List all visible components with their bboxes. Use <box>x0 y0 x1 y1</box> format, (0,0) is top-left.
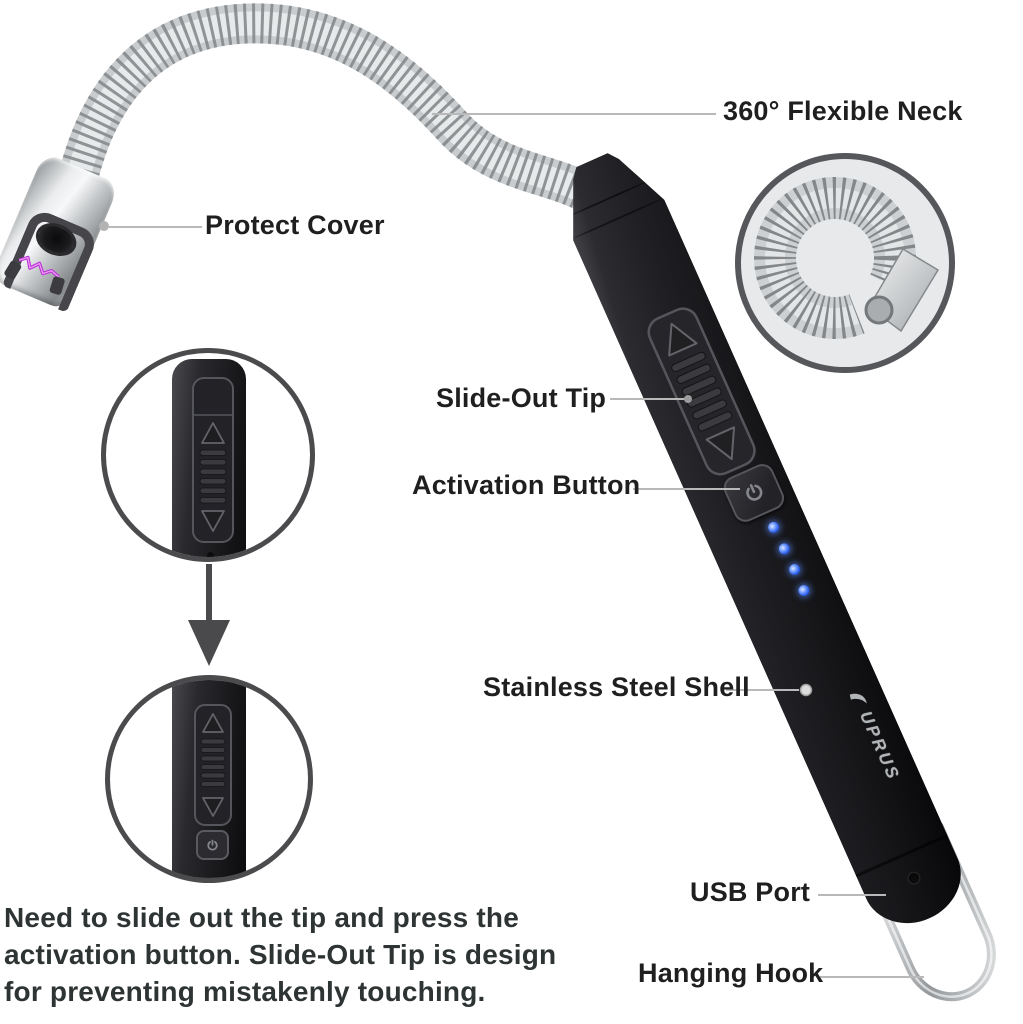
slide-closed-control <box>192 377 234 543</box>
label-slide-out-tip: Slide-Out Tip <box>436 383 607 413</box>
slide-up-arrow-icon <box>201 422 225 444</box>
label-flexible-neck: 360° Flexible Neck <box>723 96 963 126</box>
led-indicator <box>777 542 792 557</box>
neck-detail-circle <box>735 153 955 373</box>
label-activation-button: Activation Button <box>412 470 641 500</box>
led-indicator <box>797 583 812 598</box>
plasma-arc-icon <box>18 255 60 279</box>
brand-logo: UPRUS <box>845 685 904 784</box>
led-indicator <box>787 562 802 577</box>
power-icon <box>738 477 770 509</box>
slide-open-control <box>194 704 232 826</box>
slide-down-arrow-icon <box>201 510 225 532</box>
hanging-hook-wire <box>854 821 996 1002</box>
slide-closed-detail-circle <box>101 348 315 562</box>
activation-button <box>720 460 788 525</box>
led-indicator <box>766 520 781 535</box>
usage-note: Need to slide out the tip and press the … <box>4 899 556 1010</box>
usage-note-line: for preventing mistakenly touching. <box>4 976 486 1007</box>
coiled-neck-detail <box>754 177 945 367</box>
stainless-steel-shell: UPRUS <box>546 140 975 939</box>
brand-name: UPRUS <box>855 708 904 785</box>
slide-up-arrow-icon <box>658 318 697 356</box>
protect-cover-head <box>0 152 120 313</box>
label-protect-cover: Protect Cover <box>205 210 385 240</box>
slide-down-arrow-icon <box>202 797 224 817</box>
label-usb-port: USB Port <box>690 877 811 907</box>
neck-ribs <box>54 3 590 209</box>
slide-out-tip-control <box>642 302 761 481</box>
down-arrow-icon <box>188 564 230 666</box>
slide-up-arrow-icon <box>202 713 224 733</box>
usb-port-hole <box>907 872 920 885</box>
body-seam <box>574 198 663 239</box>
activation-button-detail <box>196 830 229 860</box>
bottom-cap-seam <box>855 834 947 877</box>
power-icon <box>207 839 218 850</box>
slide-down-arrow-icon <box>707 427 746 465</box>
usage-note-line: activation button. Slide-Out Tip is desi… <box>4 939 557 970</box>
brand-swoosh-icon <box>845 685 871 711</box>
lanyard-hole <box>207 552 214 557</box>
slide-open-detail-circle <box>105 675 313 883</box>
lighter-body: UPRUS <box>546 140 1023 1024</box>
label-stainless-steel-shell: Stainless Steel Shell <box>483 672 750 702</box>
label-hanging-hook: Hanging Hook <box>638 958 824 988</box>
usage-note-line: Need to slide out the tip and press the <box>4 902 519 933</box>
